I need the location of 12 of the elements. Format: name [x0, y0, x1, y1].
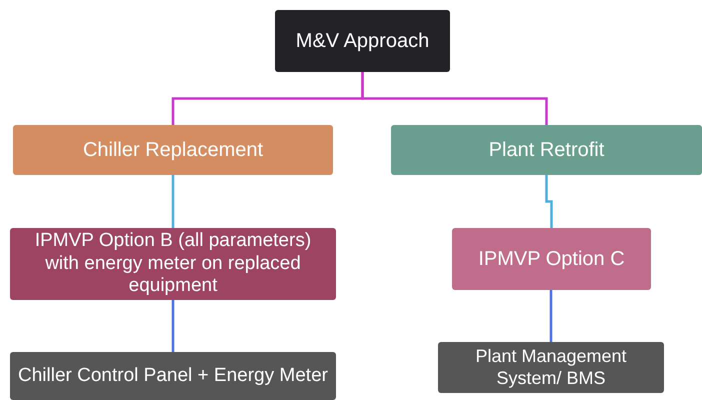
connector-line — [550, 290, 552, 342]
connector-line — [172, 175, 174, 228]
connector-line — [361, 72, 548, 125]
topic-box: Chiller Control Panel + Energy Meter — [10, 352, 336, 400]
topic-box: Plant Management System/ BMS — [438, 342, 664, 393]
connector-line — [172, 300, 174, 352]
topic-box: IPMVP Option B (all parameters) with energy meter on replaced equipment — [10, 228, 336, 300]
topic-box: Chiller Replacement — [13, 125, 333, 175]
connector-line — [545, 175, 553, 228]
topic-box: Plant Retrofit — [391, 125, 702, 175]
topic-box: M&V Approach — [275, 10, 450, 72]
topic-box: IPMVP Option C — [452, 228, 651, 290]
